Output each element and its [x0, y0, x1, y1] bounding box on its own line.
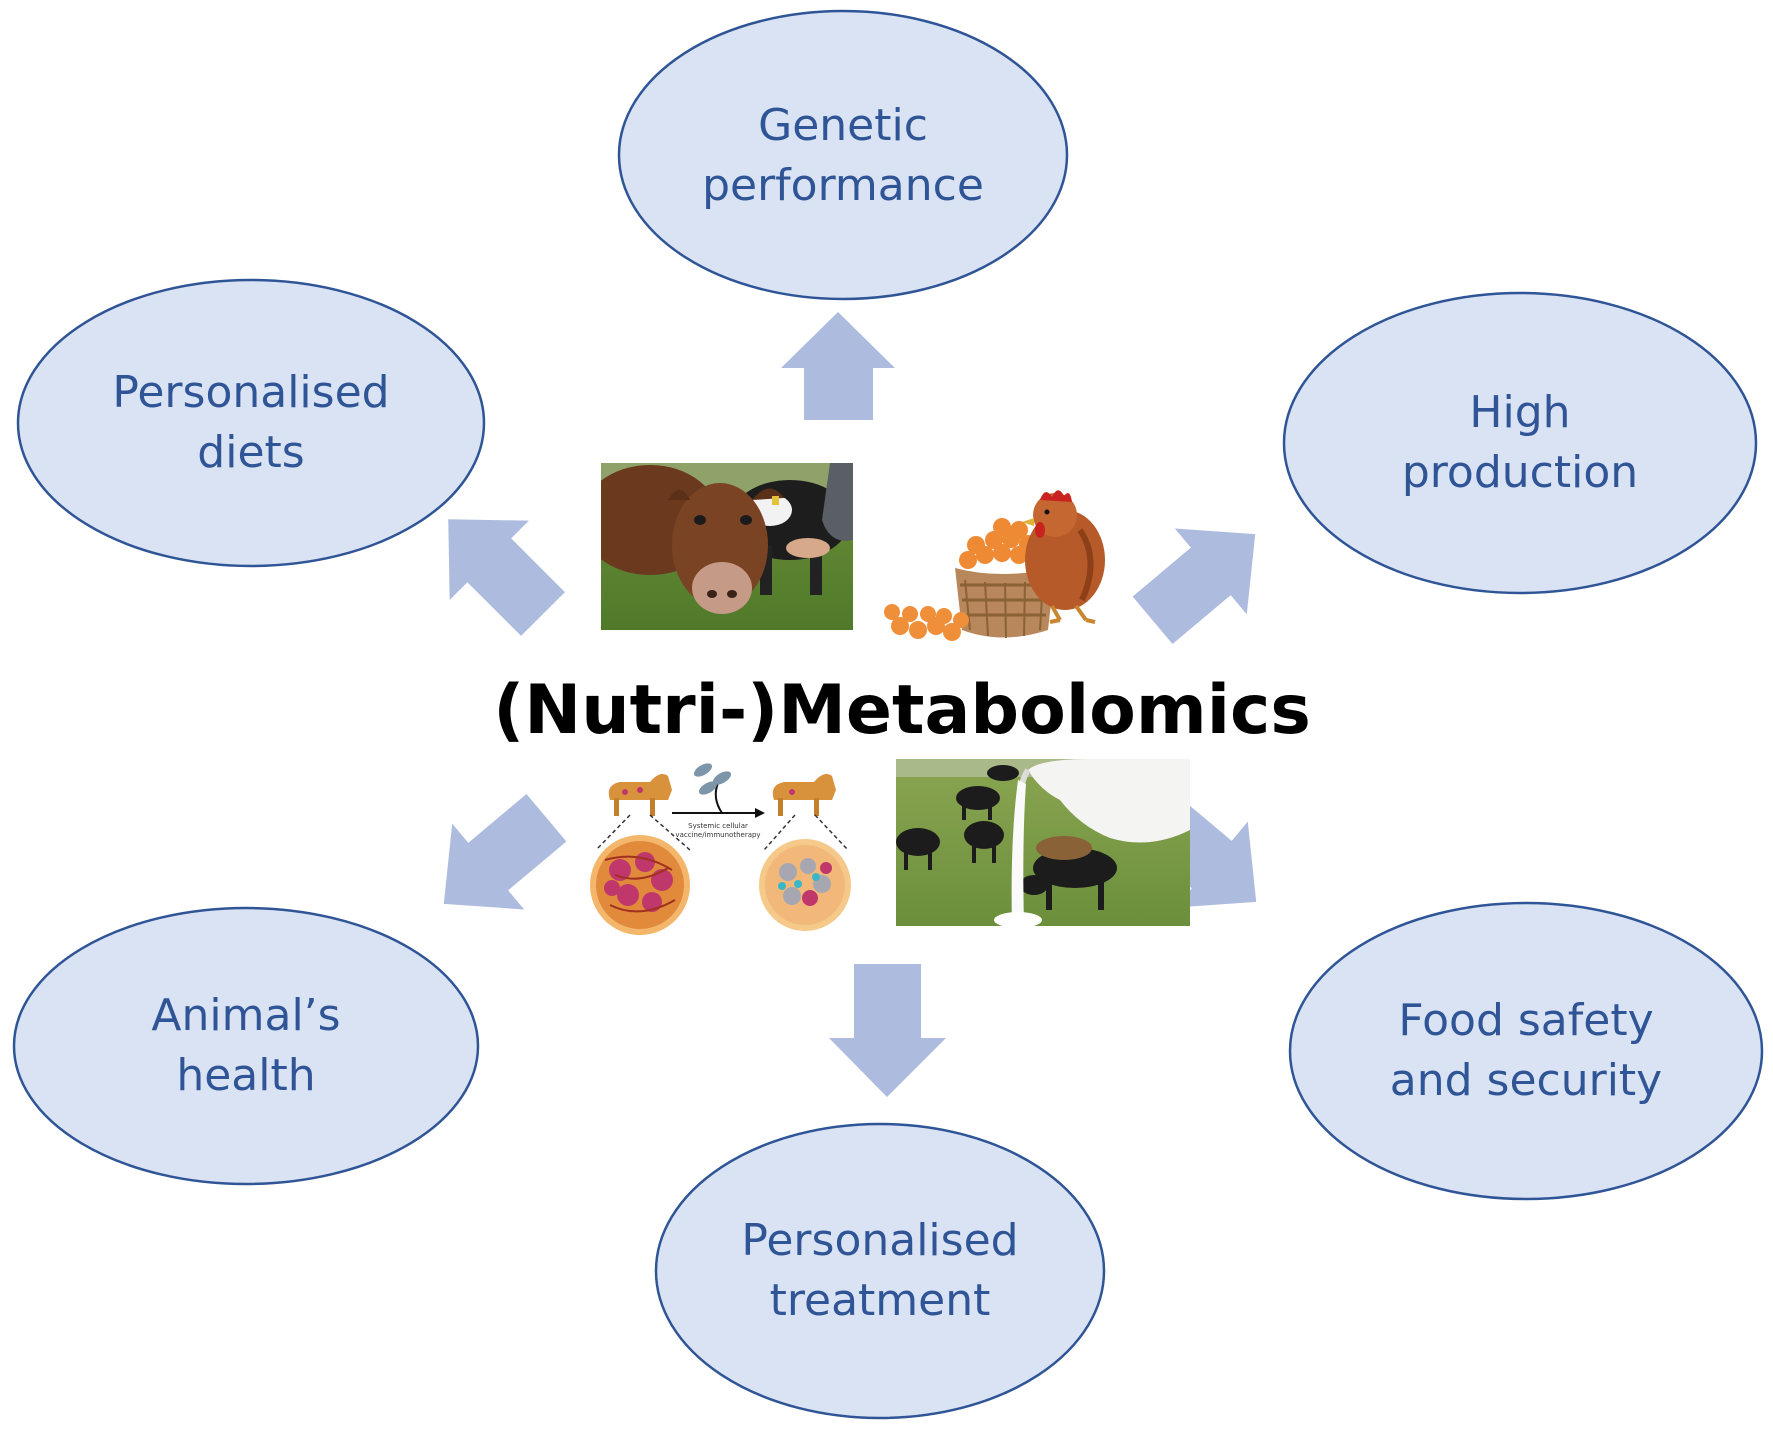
bubble-label-line1: Genetic: [758, 100, 928, 151]
bubble-food-safety: Food safety and security: [1288, 901, 1764, 1201]
dog-therapy-caption-line2: vaccine/immunotherapy: [675, 831, 760, 839]
bubble-high-production: High production: [1282, 291, 1758, 595]
arrow-upper-left: [448, 519, 565, 636]
bubble-label-line2: performance: [702, 160, 984, 211]
bubble-label-line2: treatment: [770, 1275, 991, 1326]
hen-eggs-image: [884, 490, 1105, 641]
cow-feeding-image: [601, 463, 853, 630]
bubble-label-line1: Animal’s: [151, 990, 340, 1041]
bubble-genetic-performance: Genetic performance: [617, 9, 1069, 301]
bubble-animals-health: Animal’s health: [12, 906, 480, 1186]
dog-therapy-image: Systemic cellular vaccine/immunotherapy: [590, 763, 851, 935]
bubble-personalised-treatment: Personalised treatment: [654, 1122, 1106, 1420]
bubble-label-line1: High: [1469, 387, 1570, 438]
bubble-label-line1: Personalised: [741, 1215, 1018, 1266]
arrow-upper-right: [1132, 528, 1256, 645]
bubble-personalised-diets: Personalised diets: [16, 278, 486, 568]
cattle-milk-image: [896, 759, 1190, 926]
bubble-label-line1: Personalised: [112, 367, 389, 418]
bubble-label-line2: and security: [1390, 1055, 1662, 1106]
center-title: (Nutri-)Metabolomics: [493, 671, 1311, 750]
bubble-label-line2: diets: [197, 427, 304, 478]
bubble-label-line2: production: [1402, 447, 1638, 498]
arrow-lower-left: [443, 793, 567, 910]
bubble-label-line2: health: [176, 1050, 315, 1101]
bubble-label-line1: Food safety: [1398, 995, 1653, 1046]
arrow-down: [829, 964, 946, 1097]
dog-therapy-caption-line1: Systemic cellular: [688, 822, 748, 830]
arrow-up: [781, 312, 895, 420]
